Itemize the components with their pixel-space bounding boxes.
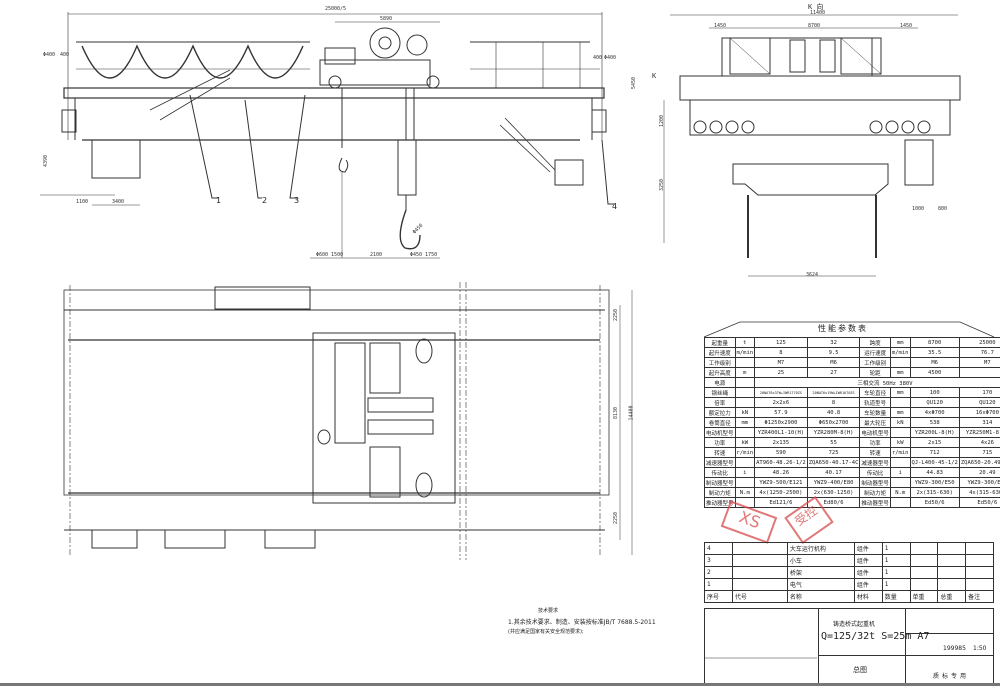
hook-dim-3: Φ450 1750 [410,252,438,258]
overall-width-dim: 11400 [810,10,826,16]
technical-notes: 技术要求 1.其余技术要求、制造、安装按标准JB/T 7688.5-2011 (… [508,607,656,635]
side-left-height: 1200 [659,114,666,128]
side-bottom-width: 3624 [806,272,819,278]
callout-2: 2 [262,196,268,205]
table-header-row: 序号代号名称材料数量单重总重备注 [704,590,994,603]
wheel-gauge-right: 1450 [900,23,913,29]
notes-title: 技术要求 [538,608,559,614]
notes-line-1: 1.其余技术要求、制造、安装按标准JB/T 7688.5-2011 [508,619,656,626]
drawing-scale: 1:50 [973,645,987,652]
span-dimension: 25000/5 [325,6,347,12]
left-bottom-dim-2: 3400 [112,199,125,205]
notes-line-2: (并应满足国家有关安全规范要求); [508,629,584,635]
trolley-gauge: 8700 [808,23,821,29]
right-dim-offset: 400 [593,55,603,61]
product-name: 铸造桥式起重机 [833,621,876,628]
left-bottom-dim-1: 1100 [76,199,89,205]
trolley-dimension: 5890 [380,16,393,22]
callout-3: 3 [294,196,300,205]
side-height-dim: 3250 [659,178,666,192]
section-label: K 向 [808,3,824,11]
right-height-dim: 5450 [631,76,638,90]
wheel-gauge-left: 1450 [714,23,727,29]
left-dim-offset: 400 [60,52,70,58]
cab-dim-2: 800 [938,206,948,212]
callout-1: 1 [216,196,222,205]
plan-dim-2: 8130 [613,406,620,420]
callout-4: 4 [612,202,618,211]
plan-dim-1: 2250 [613,308,620,322]
right-dim-wheel: Φ400 [604,55,617,61]
drawing-spec: Q=125/32t S=25m A7 [821,631,930,642]
cab-dim-1: 1000 [912,206,925,212]
footer-text: 质标专用 [933,673,970,680]
bottom-shadow-border [0,683,1000,686]
title-block: 铸造桥式起重机 Q=125/32t S=25m A7 总图 199985 1:5… [704,608,994,686]
left-dim-wheel: Φ400 [43,52,56,58]
plan-dim-3: 14400 [628,405,635,421]
sheet-name: 总图 [853,666,867,674]
left-height-dim: 4390 [43,154,50,168]
drawing-number: 199985 [943,645,966,652]
plan-dim-4: 2250 [613,511,620,525]
table-row: 电源三相交流 50Hz 380V [704,377,1000,388]
hook-dim-2: 2100 [370,252,383,258]
k-marker: K [652,72,657,80]
parameter-table-title: 性能参数表 [818,324,868,333]
hook-dim-1: Φ600 1500 [316,252,344,258]
